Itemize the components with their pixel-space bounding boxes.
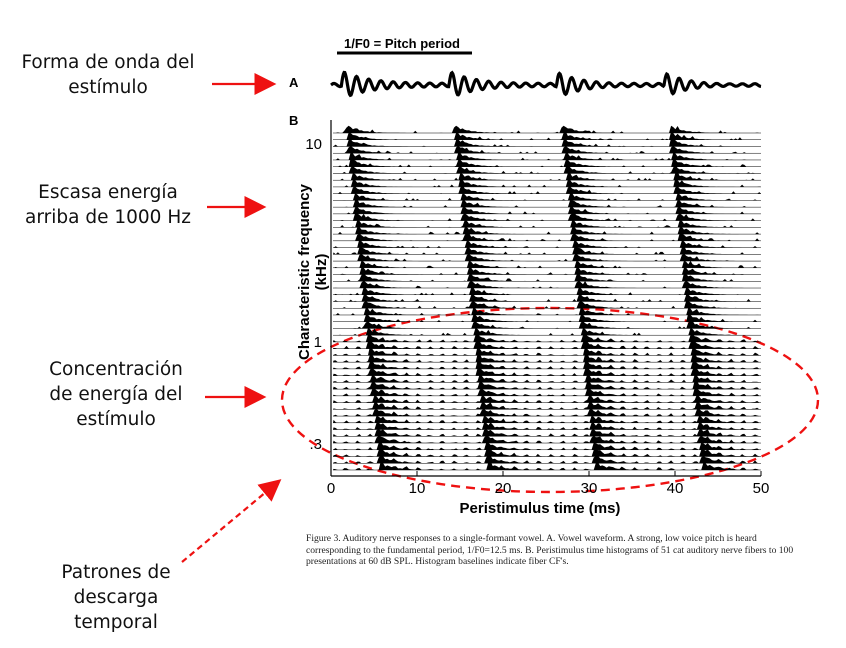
psth-histogram xyxy=(333,157,761,167)
psth-histogram xyxy=(333,332,761,342)
figure-caption: Figure 3. Auditory nerve responses to a … xyxy=(306,533,794,567)
annotation-low-energy: Escasa energía arriba de 1000 Hz xyxy=(25,182,191,228)
annotation-concentration: Concentración de energía del estímulo xyxy=(49,359,183,430)
psth-histogram xyxy=(333,380,761,390)
psth-histogram xyxy=(333,447,761,457)
psth-histogram xyxy=(333,220,761,228)
y-tick-label: .3 xyxy=(309,436,322,453)
psth-histogram xyxy=(333,294,761,302)
psth-histogram xyxy=(333,198,761,208)
panel-b-label: B xyxy=(289,113,299,128)
concentration-ellipse xyxy=(280,306,820,494)
psth-histogram xyxy=(333,137,761,147)
psth-histogram xyxy=(333,171,761,181)
psth-histogram xyxy=(333,327,761,336)
psth-histogram xyxy=(333,163,761,174)
psth-histogram xyxy=(333,287,761,295)
psth-histogram xyxy=(333,353,761,363)
psth-histogram xyxy=(333,267,761,275)
psth-histogram xyxy=(333,429,761,437)
psth-histogram xyxy=(333,435,761,444)
psth-histogram xyxy=(333,245,761,255)
psth-histogram xyxy=(333,238,761,248)
psth-histogram xyxy=(333,365,761,376)
psth-histogram xyxy=(333,387,761,396)
panel-a-label: A xyxy=(289,75,299,90)
psth-histogram xyxy=(333,206,761,214)
x-tick-label: 20 xyxy=(494,480,512,497)
annotation-waveform: Forma de onda del estímulo xyxy=(21,52,195,98)
psth-histogram xyxy=(333,394,761,403)
x-tick-label: 0 xyxy=(326,480,336,497)
psth-histogram xyxy=(333,232,761,241)
psth-histogram xyxy=(333,193,761,201)
psth-histogram xyxy=(333,373,761,383)
psth-histogram xyxy=(333,271,761,282)
x-axis-title: Peristimulus time (ms) xyxy=(459,500,621,517)
psth-histogram xyxy=(333,339,761,349)
psth-histogram xyxy=(333,320,761,329)
psth-histogram xyxy=(333,125,761,133)
psth-histogram xyxy=(333,360,761,369)
psth-histogram xyxy=(333,253,761,262)
psth-histogram xyxy=(333,422,761,430)
psth-histogram xyxy=(333,145,761,154)
y-tick-label: 1 xyxy=(313,334,322,351)
x-tick-label: 10 xyxy=(408,480,426,497)
psth-histogram xyxy=(333,151,761,160)
arrow-temporal-patterns xyxy=(181,479,282,563)
psth-histogram xyxy=(333,227,761,235)
psth-histograms xyxy=(333,125,761,471)
psth-histogram xyxy=(333,460,761,470)
psth-histogram xyxy=(333,455,761,464)
psth-histogram xyxy=(333,184,761,194)
y-tick-label: 10 xyxy=(305,136,322,153)
psth-histogram xyxy=(333,408,761,417)
psth-histogram xyxy=(333,345,761,356)
psth-histogram xyxy=(333,260,761,268)
pitch-period-label: 1/F0 = Pitch period xyxy=(344,36,460,51)
psth-histogram xyxy=(333,401,761,410)
psth-histogram xyxy=(333,280,761,289)
x-tick-label: 50 xyxy=(752,480,770,497)
x-tick-label: 40 xyxy=(666,480,684,497)
x-tick-marks xyxy=(330,471,762,476)
annotation-temporal-patterns: Patrones de descarga temporal xyxy=(61,562,171,633)
psth-histogram xyxy=(333,415,761,423)
x-tick-label: 30 xyxy=(580,480,598,497)
psth-histogram xyxy=(333,307,761,315)
psth-histogram xyxy=(333,441,761,450)
psth-histogram xyxy=(333,312,761,322)
vowel-waveform xyxy=(330,70,762,98)
psth-histogram xyxy=(333,300,761,309)
psth-histogram xyxy=(333,177,761,187)
psth-histogram xyxy=(333,213,761,221)
